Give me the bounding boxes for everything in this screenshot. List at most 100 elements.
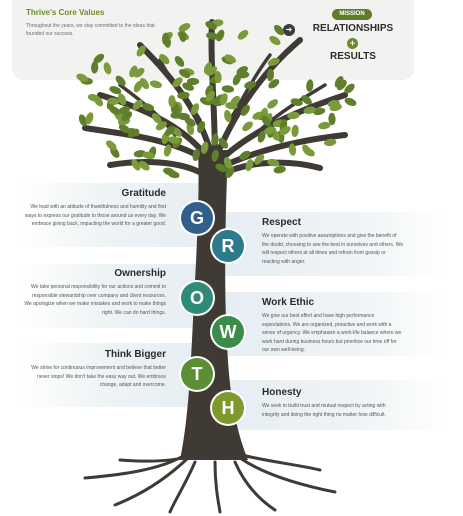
- tree-leaf: [206, 32, 219, 40]
- tree-leaf: [118, 124, 131, 134]
- tree-leaf: [106, 140, 117, 151]
- tree-leaf: [267, 99, 279, 109]
- tree-leaf: [174, 55, 185, 67]
- tree-leaf: [87, 93, 100, 102]
- tree-leaf: [219, 93, 228, 106]
- header-subtitle: Throughout the years, we stay committed …: [26, 23, 155, 37]
- tree-leaf: [168, 95, 176, 108]
- tree-leaf: [76, 73, 89, 82]
- tree-leaf: [103, 62, 112, 75]
- tree-leaf: [127, 128, 140, 137]
- tree-leaf: [107, 97, 120, 105]
- tree-leaf: [268, 79, 280, 89]
- tree-leaf: [329, 103, 342, 112]
- value-desc-think-bigger: We strive for continuous improvement and…: [31, 365, 166, 388]
- tree-leaf: [274, 24, 284, 36]
- tree-leaf: [214, 70, 222, 84]
- tree-leaf: [133, 80, 143, 93]
- tree-root: [238, 456, 337, 494]
- tree-leaf: [178, 23, 191, 32]
- tree-leaf: [242, 121, 253, 132]
- tree-leaf: [266, 68, 275, 82]
- tree-leaves: [76, 19, 357, 179]
- tree-leaf: [236, 66, 248, 75]
- band-ownership: [20, 264, 210, 328]
- tree-leaf: [142, 103, 155, 112]
- tree-roots: [83, 453, 337, 514]
- value-title-respect: Respect: [262, 217, 301, 228]
- tree-leaf: [215, 163, 228, 173]
- tree-leaf: [301, 95, 312, 105]
- value-title-honesty: Honesty: [262, 387, 302, 398]
- value-desc-work-ethic: We give our best effort and have high pe…: [262, 313, 402, 353]
- tree-root: [113, 456, 190, 507]
- tree-leaf: [239, 150, 251, 160]
- tree-leaf: [78, 114, 87, 127]
- tree-leaf: [224, 109, 232, 123]
- letter-circle-r: R: [212, 230, 244, 262]
- tree-leaf: [142, 151, 155, 160]
- arrow-right-icon: ➜: [283, 24, 295, 36]
- value-title-ownership: Ownership: [114, 268, 166, 279]
- tree-leaf: [273, 165, 286, 174]
- tree-leaf: [269, 35, 281, 46]
- value-desc-respect: We operate with positive assumptions and…: [262, 233, 404, 265]
- tree-leaf: [85, 112, 94, 125]
- tree-leaf: [163, 144, 172, 157]
- tree-leaf: [324, 138, 337, 147]
- letter-circle-h: H: [212, 392, 244, 424]
- tree-leaf: [184, 117, 196, 127]
- tree-leaf: [138, 160, 150, 171]
- tree-leaf: [109, 106, 121, 115]
- tree-leaf: [167, 170, 180, 179]
- tree-leaf: [318, 121, 331, 130]
- band-honesty: [225, 380, 450, 430]
- tree-leaf: [131, 159, 141, 171]
- tree-leaf: [139, 78, 150, 90]
- tree-leaf: [167, 136, 181, 144]
- tree-leaf: [218, 137, 229, 149]
- band-think-bigger: [20, 343, 210, 407]
- tree-leaf: [91, 61, 99, 74]
- tree-leaf: [302, 144, 312, 156]
- tree-leaf: [164, 125, 175, 136]
- tree-leaf: [264, 126, 277, 135]
- tree-root: [213, 460, 222, 514]
- band-gratitude: [20, 183, 210, 247]
- value-title-work-ethic: Work Ethic: [262, 297, 315, 308]
- tree-leaf: [178, 29, 187, 43]
- relationships-label: RELATIONSHIPS: [312, 23, 394, 34]
- tree-leaf: [149, 80, 162, 89]
- value-desc-gratitude: We lead with an attitude of thankfulness…: [24, 204, 166, 227]
- tree-leaf: [254, 154, 265, 165]
- value-desc-ownership: We take personal responsibility for our …: [24, 284, 166, 316]
- tree-leaf: [221, 85, 235, 93]
- tree-leaf: [279, 126, 291, 136]
- results-label: RESULTS: [330, 51, 376, 62]
- plus-icon: +: [347, 38, 358, 49]
- tree-leaf: [118, 106, 131, 115]
- tree-leaf: [93, 53, 105, 64]
- tree-leaf: [179, 69, 191, 79]
- tree-leaf: [244, 80, 257, 89]
- tree-leaf: [287, 111, 300, 120]
- band-respect: [225, 212, 450, 276]
- tree-leaf: [177, 91, 190, 100]
- tree-leaf: [182, 82, 194, 91]
- tree-leaf: [230, 95, 240, 107]
- tree-leaf: [197, 121, 206, 134]
- tree-leaf: [211, 133, 219, 146]
- tree-leaf: [288, 143, 297, 156]
- tree-leaf: [240, 104, 250, 116]
- tree-leaf: [290, 98, 303, 106]
- tree-leaf: [232, 73, 242, 86]
- tree-leaf: [115, 75, 126, 86]
- tree-leaf: [136, 45, 146, 57]
- tree-leaf: [192, 148, 200, 162]
- tree-leaf: [245, 159, 254, 172]
- tree-leaf: [216, 29, 225, 42]
- letter-circle-w: W: [212, 316, 244, 348]
- letter-circle-g: G: [181, 202, 213, 234]
- tree-leaf: [328, 112, 336, 126]
- tree-leaf: [109, 86, 122, 95]
